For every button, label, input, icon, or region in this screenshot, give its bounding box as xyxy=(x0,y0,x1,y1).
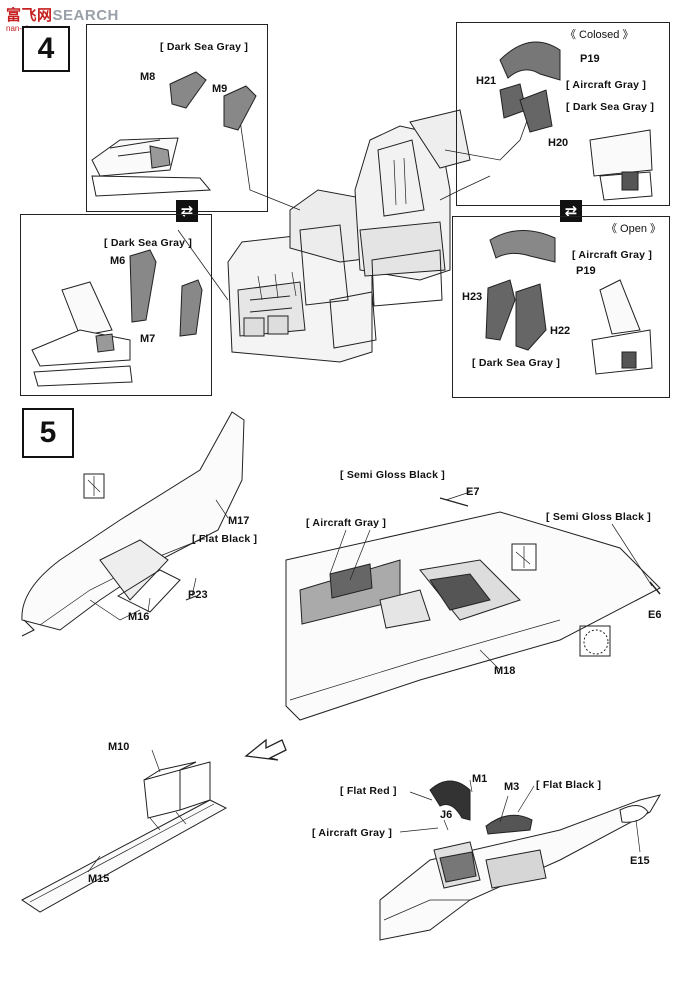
closed-title: 《 Colosed 》 xyxy=(565,29,634,41)
part-label-m8: M8 xyxy=(140,71,156,83)
part-label-m17: M17 xyxy=(228,515,250,527)
panel-closed xyxy=(456,22,670,206)
part-label-p19-closed: P19 xyxy=(580,53,600,65)
part-label-m18: M18 xyxy=(494,665,516,677)
swap-arrow-icon: ⇄ xyxy=(176,200,198,222)
watermark-logo: 富飞网SEARCH xyxy=(6,4,119,25)
part-label-m10: M10 xyxy=(108,741,130,753)
open-title: 《 Open 》 xyxy=(606,223,662,235)
paint-aircraft-gray-closed: [ Aircraft Gray ] xyxy=(566,79,647,91)
part-label-e7: E7 xyxy=(466,486,480,498)
part-label-e15: E15 xyxy=(630,855,650,867)
paint-flat-black-m3: [ Flat Black ] xyxy=(536,779,602,791)
paint-aircraft-gray-m18: [ Aircraft Gray ] xyxy=(306,517,387,529)
paint-dark-sea-gray-open: [ Dark Sea Gray ] xyxy=(472,357,561,369)
forward-fuselage-m16-m17-illustration xyxy=(21,411,245,637)
floor-pan-m10-m15-illustration xyxy=(21,761,228,913)
paint-aircraft-gray-j6: [ Aircraft Gray ] xyxy=(312,827,393,839)
part-label-m15: M15 xyxy=(88,873,110,885)
part-label-m1: M1 xyxy=(472,773,488,785)
panel-closed-illustration xyxy=(499,41,653,201)
part-label-m3: M3 xyxy=(504,781,520,793)
paint-dark-sea-gray-m6-m7: [ Dark Sea Gray ] xyxy=(104,237,193,249)
paint-semi-gloss-black-e6: [ Semi Gloss Black ] xyxy=(546,511,651,523)
step-5-number: 5 xyxy=(22,408,74,458)
part-label-h21: H21 xyxy=(476,75,497,87)
panel-open-illustration xyxy=(485,229,653,375)
part-leader-lines xyxy=(87,491,653,873)
step-4-number: 4 xyxy=(22,26,70,72)
part-label-h23: H23 xyxy=(462,291,483,303)
part-label-m7: M7 xyxy=(140,333,156,345)
part-label-h22: H22 xyxy=(550,325,571,337)
part-label-j6: J6 xyxy=(440,809,453,821)
panel-m8-m9-illustration xyxy=(91,71,257,197)
panel-open xyxy=(452,216,670,398)
watermark-brand-b: SEARCH xyxy=(52,7,119,24)
part-label-m9: M9 xyxy=(212,83,228,95)
part-label-p23: P23 xyxy=(188,589,208,601)
assembled-cockpit-illustration xyxy=(379,780,662,941)
watermark-brand-a: 富飞网 xyxy=(6,7,53,24)
paint-flat-red: [ Flat Red ] xyxy=(340,785,397,797)
paint-aircraft-gray-open: [ Aircraft Gray ] xyxy=(572,249,653,261)
panel-m6-m7-illustration xyxy=(31,249,203,387)
paint-flat-black-p23: [ Flat Black ] xyxy=(192,533,258,545)
direction-arrow xyxy=(244,738,287,761)
paint-semi-gloss-black-e7: [ Semi Gloss Black ] xyxy=(340,469,445,481)
paint-dark-sea-gray-closed: [ Dark Sea Gray ] xyxy=(566,101,655,113)
center-fuselage-m18-illustration xyxy=(285,497,661,721)
part-label-m6: M6 xyxy=(110,255,126,267)
paint-dark-sea-gray-m8-m9: [ Dark Sea Gray ] xyxy=(160,41,249,53)
part-label-m16: M16 xyxy=(128,611,150,623)
part-label-h20: H20 xyxy=(548,137,569,149)
part-label-e6: E6 xyxy=(648,609,662,621)
panel-m6-m7 xyxy=(20,214,212,396)
ejection-seats-illustration xyxy=(227,109,471,363)
part-label-p19-open: P19 xyxy=(576,265,596,277)
